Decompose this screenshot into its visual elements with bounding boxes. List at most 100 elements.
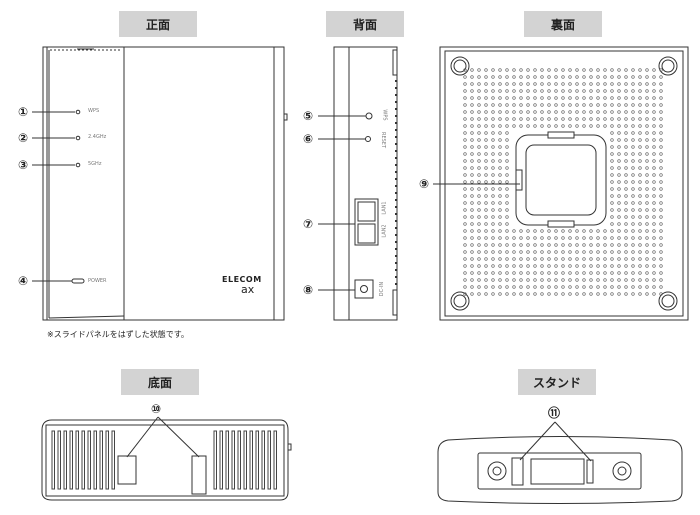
- vent-hole: [645, 194, 649, 198]
- vent-hole: [463, 292, 467, 296]
- vent-hole: [547, 278, 551, 282]
- vent-hole: [477, 110, 481, 114]
- vent-hole: [498, 278, 502, 282]
- vent-hole: [547, 292, 551, 296]
- bottom-slat: [273, 430, 277, 490]
- vent-hole: [645, 89, 649, 93]
- vent-hole: [533, 292, 537, 296]
- vent-hole: [491, 89, 495, 93]
- vent-hole: [484, 124, 488, 128]
- vent-hole: [477, 82, 481, 86]
- vent-hole: [610, 187, 614, 191]
- vent-hole: [470, 194, 474, 198]
- vent-hole: [659, 110, 663, 114]
- vent-hole: [561, 229, 565, 233]
- vent-hole: [624, 292, 628, 296]
- vent-hole: [526, 271, 530, 275]
- vent-hole: [491, 292, 495, 296]
- vent-hole: [470, 208, 474, 212]
- vent-hole: [498, 222, 502, 226]
- vent-hole: [652, 292, 656, 296]
- vent-hole: [477, 271, 481, 275]
- vent-hole: [505, 208, 509, 212]
- vent-hole: [533, 96, 537, 100]
- front-view-drawing: [32, 46, 288, 321]
- vent-hole: [526, 96, 530, 100]
- vent-hole: [610, 124, 614, 128]
- vent-hole: [610, 68, 614, 72]
- vent-hole: [638, 96, 642, 100]
- vent-hole: [547, 82, 551, 86]
- vent-hole: [484, 250, 488, 254]
- vent-hole: [463, 159, 467, 163]
- vent-hole: [631, 131, 635, 135]
- vent-hole: [575, 68, 579, 72]
- vent-hole: [617, 236, 621, 240]
- led-label-wps: WPS: [88, 108, 100, 114]
- back-label-lan1: LAN1: [381, 201, 388, 215]
- vent-hole: [540, 117, 544, 121]
- vent-hole: [540, 264, 544, 268]
- vent-hole: [554, 271, 558, 275]
- vent-hole: [638, 110, 642, 114]
- vent-hole: [484, 201, 488, 205]
- vent-hole: [561, 124, 565, 128]
- bottom-slat: [51, 430, 55, 490]
- vent-hole: [645, 110, 649, 114]
- vent-hole: [470, 222, 474, 226]
- vent-hole: [631, 201, 635, 205]
- vent-hole: [484, 131, 488, 135]
- vent-hole: [561, 250, 565, 254]
- vent-hole: [533, 264, 537, 268]
- vent-hole: [498, 271, 502, 275]
- vent-hole: [547, 68, 551, 72]
- vent-hole: [512, 117, 516, 121]
- vent-hole: [645, 159, 649, 163]
- vent-hole: [505, 82, 509, 86]
- vent-hole: [470, 145, 474, 149]
- vent-hole: [631, 152, 635, 156]
- vent-hole: [470, 131, 474, 135]
- bottom-slat: [75, 430, 79, 490]
- vent-hole: [596, 96, 600, 100]
- vent-hole: [463, 194, 467, 198]
- vent-hole: [645, 82, 649, 86]
- callout-1: ①: [18, 105, 29, 119]
- vent-hole: [610, 243, 614, 247]
- vent-hole: [596, 117, 600, 121]
- vent-hole: [463, 243, 467, 247]
- vent-hole: [617, 222, 621, 226]
- vent-hole: [568, 75, 572, 79]
- vent-hole: [645, 75, 649, 79]
- vent-hole: [617, 131, 621, 135]
- vent-hole: [533, 236, 537, 240]
- vent-hole: [659, 292, 663, 296]
- vent-hole: [463, 68, 467, 72]
- bottom-slat: [111, 430, 115, 490]
- vent-hole: [554, 292, 558, 296]
- vent-hole: [631, 271, 635, 275]
- vent-hole: [484, 257, 488, 261]
- vent-hole: [631, 173, 635, 177]
- vent-hole: [526, 229, 530, 233]
- vent-hole: [477, 89, 481, 93]
- vent-hole: [547, 250, 551, 254]
- vent-hole: [463, 285, 467, 289]
- vent-hole: [477, 222, 481, 226]
- vent-hole: [498, 208, 502, 212]
- vent-hole: [638, 131, 642, 135]
- vent-hole: [645, 187, 649, 191]
- vent-hole: [631, 229, 635, 233]
- vent-hole: [610, 173, 614, 177]
- vent-hole: [610, 271, 614, 275]
- vent-hole: [505, 124, 509, 128]
- vent-hole: [610, 250, 614, 254]
- vent-hole: [589, 264, 593, 268]
- vent-hole: [477, 124, 481, 128]
- vent-hole: [512, 250, 516, 254]
- vent-hole: [617, 117, 621, 121]
- vent-hole: [617, 271, 621, 275]
- vent-hole: [547, 110, 551, 114]
- vent-hole: [617, 278, 621, 282]
- vent-hole: [533, 257, 537, 261]
